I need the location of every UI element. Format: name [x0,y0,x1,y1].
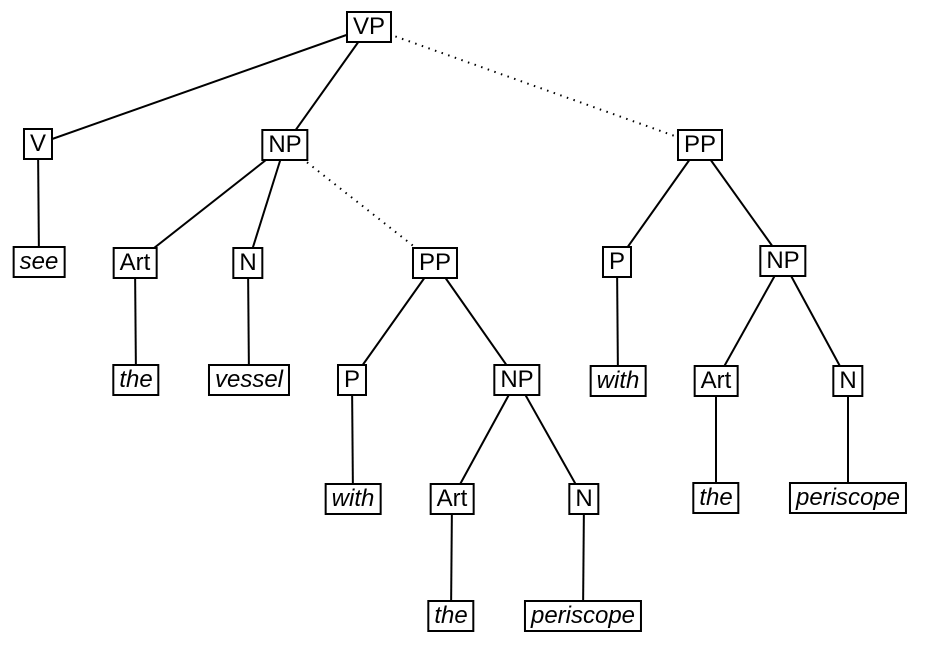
edge-pp_r-np_r-solid [699,144,784,262]
edge-np_m-n_m-solid [516,379,585,500]
tree-node-v: V [22,128,54,160]
edge-vp-v-solid [37,26,370,145]
tree-node-p_r: P [601,246,633,278]
edge-np1-art1-solid [134,144,286,264]
edge-np1-pp_m-dotted [284,144,436,264]
edge-pp_r-p_r-solid [616,144,701,263]
tree-node-the_r: the [692,482,740,514]
edge-np_r-art_r-solid [715,260,784,382]
edge-p_m-with_m-solid [351,379,354,500]
edge-art1-the1-solid [134,262,137,381]
tree-node-p_m: P [336,364,368,396]
tree-node-n_r: N [832,365,864,397]
edge-vp-np1-solid [284,26,370,146]
edge-pp_m-p_m-solid [351,262,436,381]
tree-node-with_r: with [589,365,647,397]
tree-node-n_m: N [568,483,600,515]
edge-art_m-the_m-solid [450,498,453,617]
edge-n1-vessel-solid [247,262,250,381]
edge-vp-pp_r-dotted [368,26,701,146]
edge-n_m-periscope_m-solid [582,498,585,617]
tree-node-n1: N [232,247,264,279]
tree-node-periscope_r: periscope [788,482,908,514]
tree-node-the_m: the [427,600,475,632]
tree-node-vessel: vessel [207,364,291,396]
edge-np_m-art_m-solid [451,379,518,500]
tree-node-np1: NP [261,129,309,161]
tree-node-with_m: with [324,483,382,515]
edge-pp_m-np_m-solid [434,262,518,381]
edge-v-see-solid [37,143,40,263]
tree-node-np_r: NP [759,245,807,277]
tree-node-periscope_m: periscope [523,600,643,632]
tree-node-art1: Art [112,247,158,279]
tree-node-see: see [12,246,66,278]
tree-node-art_r: Art [693,365,739,397]
tree-node-art_m: Art [429,483,475,515]
tree-node-pp_m: PP [411,247,459,279]
tree-node-vp: VP [345,11,393,43]
tree-node-np_m: NP [493,364,541,396]
tree-node-pp_r: PP [676,129,724,161]
edge-np1-n1-solid [247,144,286,264]
edge-np_r-n_r-solid [782,260,849,382]
edge-p_r-with_r-solid [616,261,619,382]
tree-node-the1: the [112,364,160,396]
